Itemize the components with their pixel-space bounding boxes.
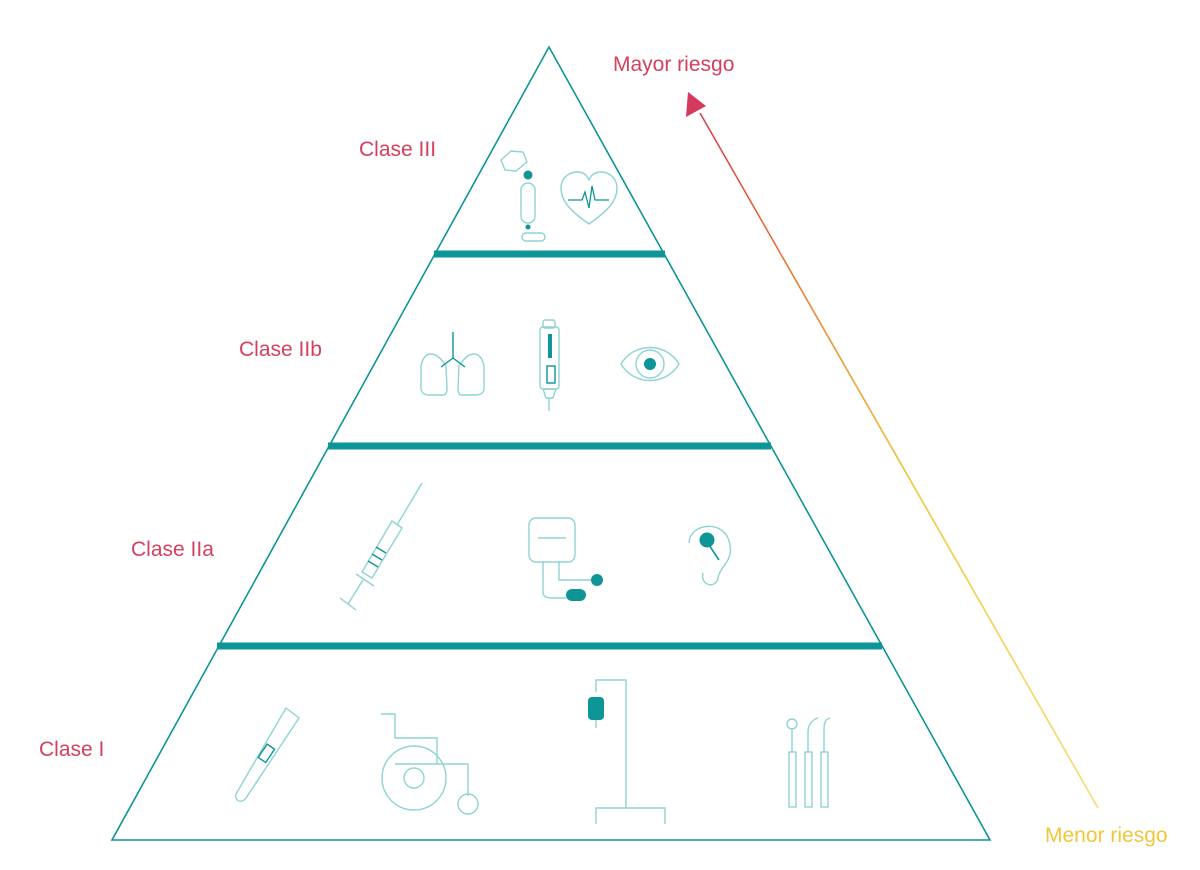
blood-bag-icon	[528, 517, 603, 601]
wheelchair-icon	[381, 713, 479, 815]
eye-icon	[620, 346, 680, 382]
arrow-head-icon	[686, 92, 706, 117]
risk-arrow	[686, 92, 1099, 809]
class-label-iib: Clase IIb	[239, 338, 322, 361]
thermometer-icon	[234, 706, 300, 802]
class-label-iia: Clase IIa	[131, 538, 214, 561]
class-label-i: Clase I	[39, 738, 104, 761]
iv-stand-icon	[588, 679, 666, 824]
risk-bottom-label: Menor riesgo	[1045, 824, 1168, 847]
class-label-iii: Clase III	[359, 138, 436, 161]
hearing-aid-icon	[688, 525, 732, 586]
insulin-pen-icon	[539, 319, 560, 411]
heart-monitor-icon	[560, 171, 618, 225]
syringe-icon	[339, 482, 423, 611]
lungs-icon	[420, 332, 485, 396]
implant-icon	[500, 150, 546, 242]
dental-tools-icon	[786, 717, 831, 808]
risk-top-label: Mayor riesgo	[613, 53, 734, 76]
